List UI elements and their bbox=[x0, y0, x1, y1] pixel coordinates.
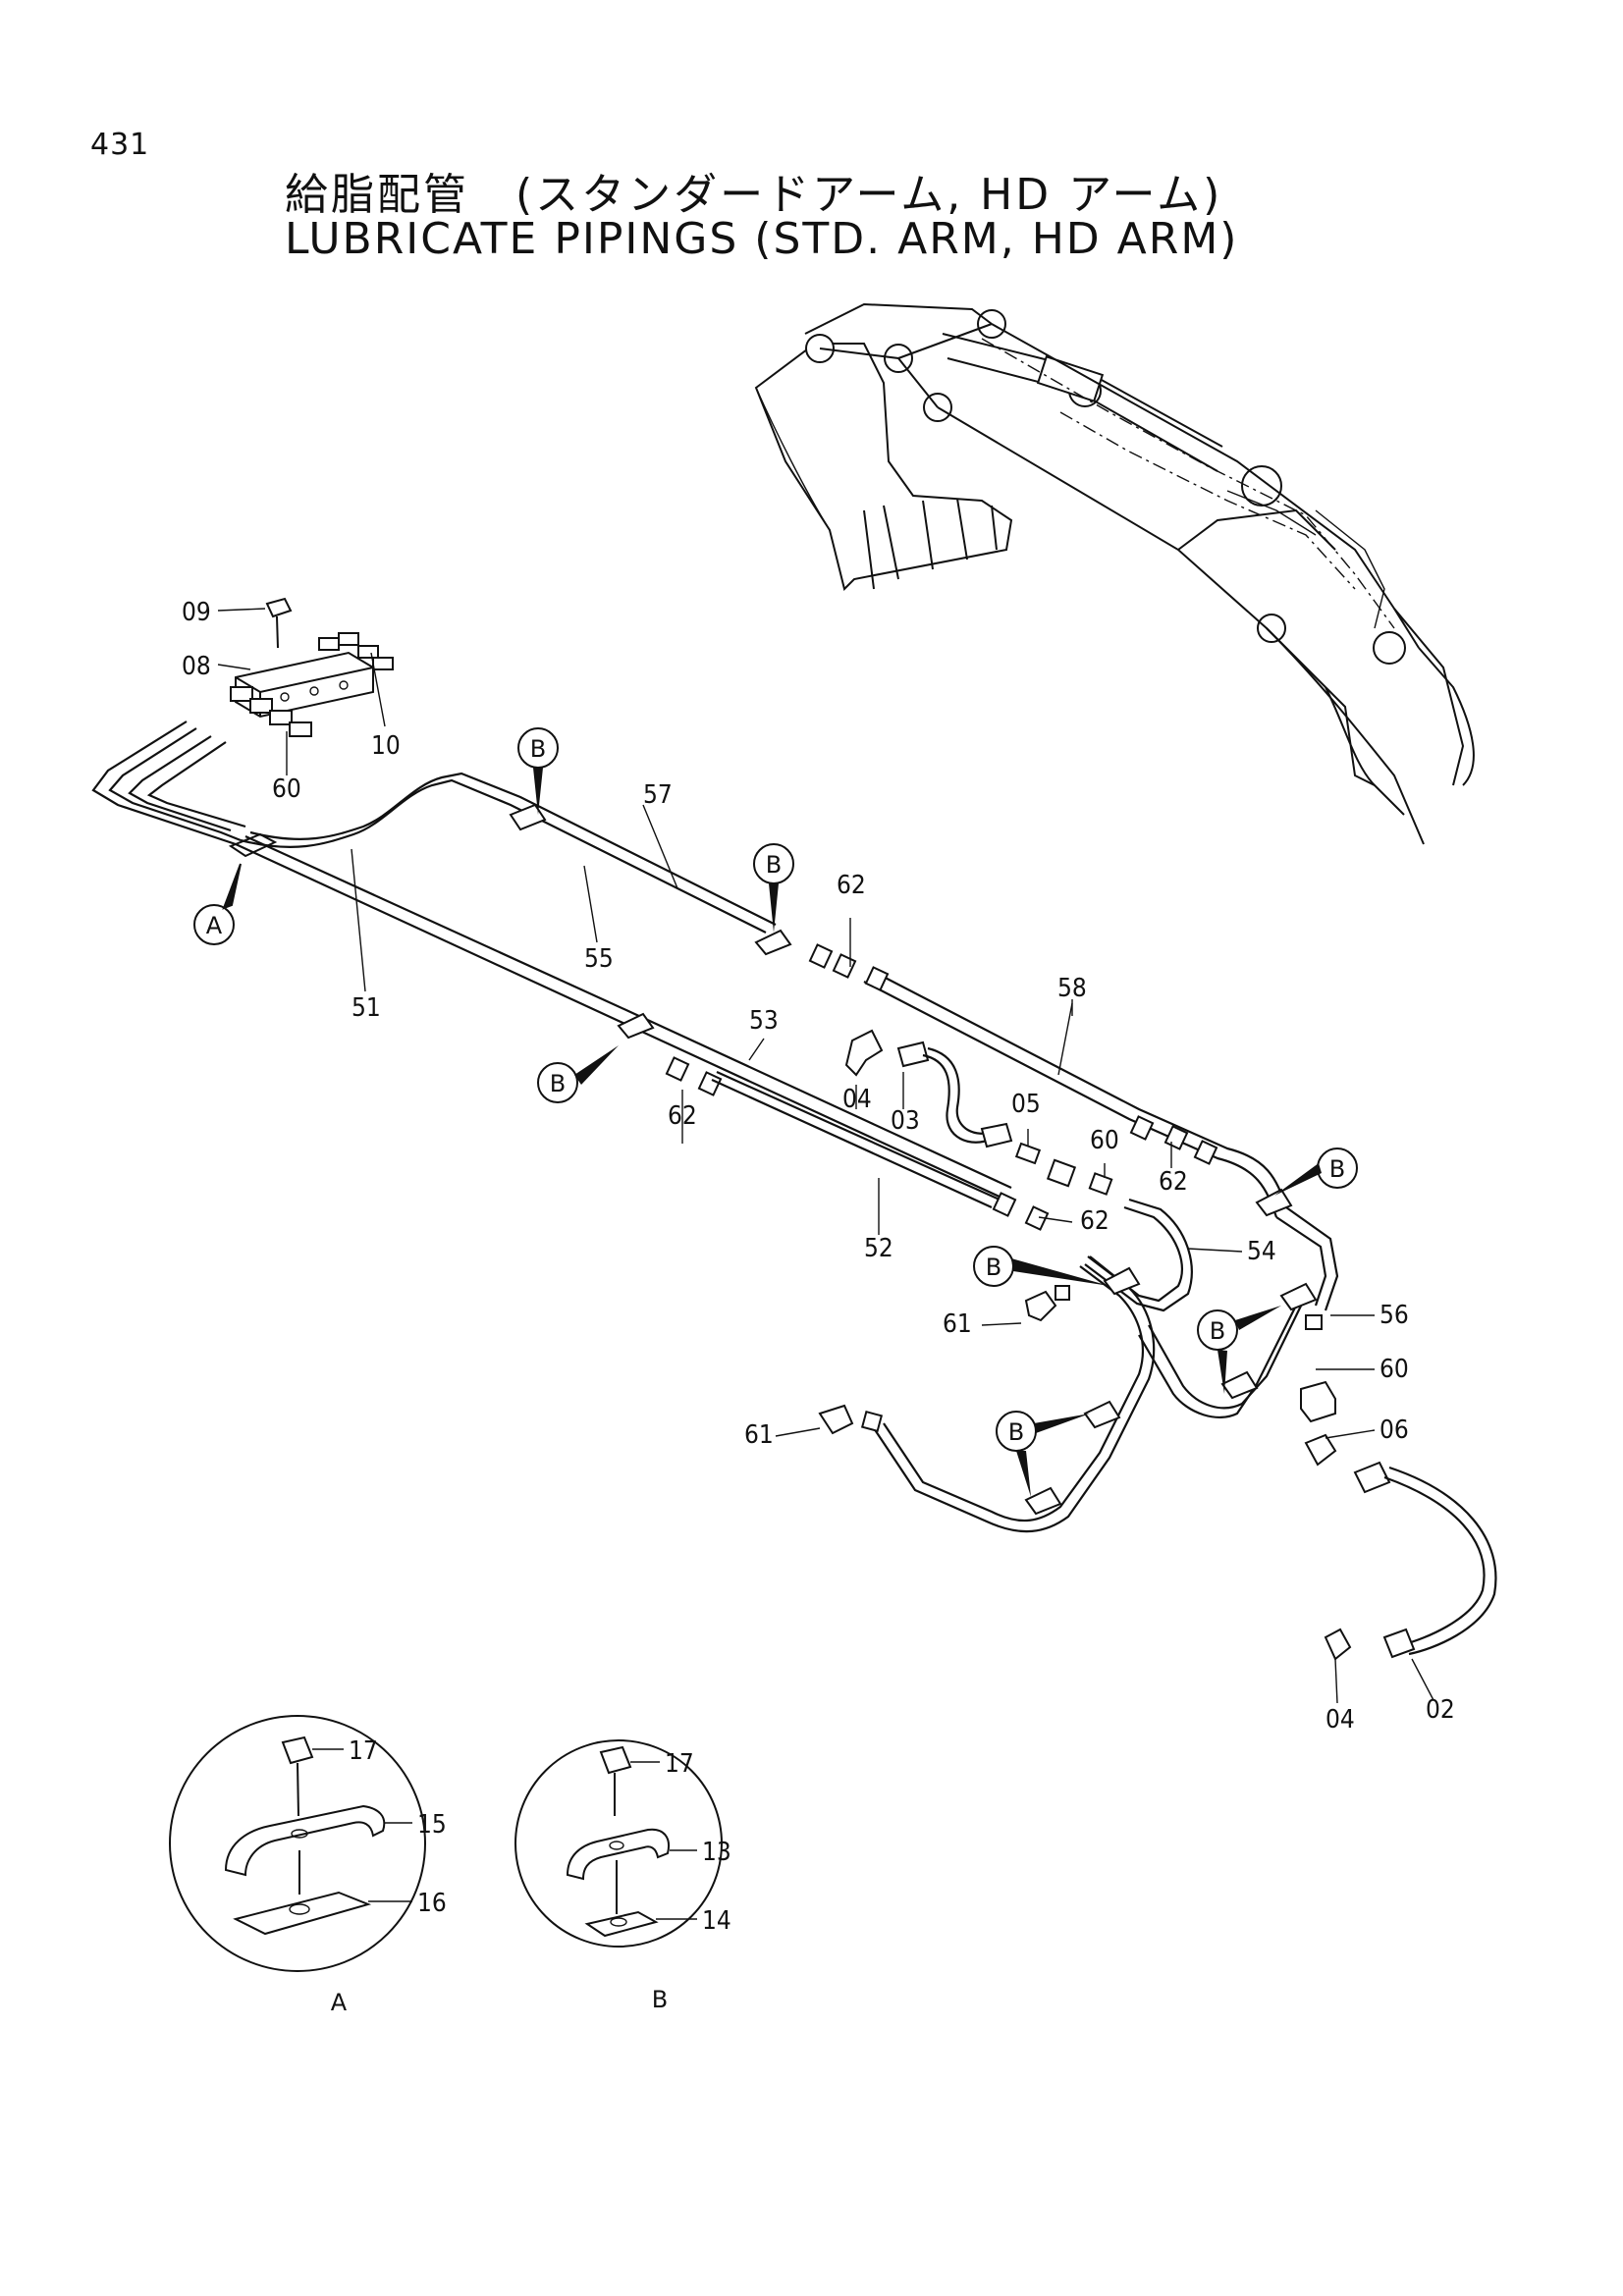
callout-08: 08 bbox=[182, 652, 211, 681]
view-marker-b-label-7: B bbox=[1008, 1418, 1024, 1446]
callout-16: 16 bbox=[417, 1889, 447, 1918]
callout-53: 53 bbox=[749, 1006, 779, 1036]
callout-55: 55 bbox=[584, 944, 614, 974]
view-marker-b-label-6: B bbox=[1210, 1317, 1225, 1345]
page-title-japanese: 給脂配管 (スタンダードアーム, HD アーム) bbox=[285, 170, 1223, 220]
grease-manifold-assembly bbox=[217, 597, 394, 775]
callout-60-right: 60 bbox=[1380, 1355, 1409, 1384]
callout-03: 03 bbox=[891, 1106, 920, 1136]
view-marker-b-label-4: B bbox=[1329, 1155, 1345, 1183]
page-number: 431 bbox=[90, 128, 150, 162]
view-marker-b-label-3: B bbox=[550, 1070, 566, 1097]
callout-52: 52 bbox=[864, 1234, 893, 1263]
callout-54: 54 bbox=[1247, 1237, 1276, 1266]
callout-60-mid: 60 bbox=[1090, 1126, 1119, 1155]
callout-17-view-a: 17 bbox=[349, 1736, 378, 1766]
loose-fittings bbox=[818, 1029, 1497, 1661]
view-marker-a-circle bbox=[193, 904, 235, 945]
detail-view-a-label: A bbox=[331, 1989, 348, 2016]
view-markers: A B B B B B B B bbox=[193, 727, 1358, 1497]
callout-14: 14 bbox=[702, 1906, 731, 1936]
detail-view-b: 17 13 14 B bbox=[514, 1739, 731, 2013]
callout-10: 10 bbox=[371, 731, 401, 761]
callout-62-upper: 62 bbox=[837, 871, 866, 900]
callout-56: 56 bbox=[1380, 1301, 1409, 1330]
callout-leaders bbox=[351, 804, 1434, 1704]
callout-05: 05 bbox=[1011, 1090, 1041, 1119]
callout-60-manifold: 60 bbox=[272, 774, 301, 804]
callout-17-view-b: 17 bbox=[665, 1749, 694, 1779]
arm-bucket-illustration bbox=[754, 302, 1475, 845]
detail-view-b-label: B bbox=[652, 1986, 668, 2013]
view-marker-a-label: A bbox=[206, 912, 223, 939]
callout-15: 15 bbox=[417, 1810, 447, 1840]
callout-61-lower: 61 bbox=[744, 1420, 774, 1450]
callout-numbers: 09 08 10 60 57 55 51 62 58 53 04 03 05 6… bbox=[182, 598, 1455, 1735]
view-marker-b-label-1: B bbox=[530, 735, 546, 763]
detail-view-a: 17 15 16 A bbox=[169, 1715, 447, 2016]
callout-62-mid: 62 bbox=[1080, 1206, 1109, 1236]
callout-58: 58 bbox=[1057, 974, 1087, 1003]
view-marker-b-label-5: B bbox=[986, 1254, 1001, 1281]
view-marker-b-3 bbox=[537, 1062, 578, 1103]
callout-09: 09 bbox=[182, 598, 211, 627]
callout-02: 02 bbox=[1426, 1695, 1455, 1725]
pipe-routes bbox=[91, 721, 1339, 1533]
callout-57: 57 bbox=[643, 780, 673, 810]
callout-04-upper: 04 bbox=[842, 1085, 872, 1114]
callout-62-lower: 62 bbox=[668, 1101, 697, 1131]
page-title-english: LUBRICATE PIPINGS (STD. ARM, HD ARM) bbox=[285, 214, 1239, 264]
callout-13: 13 bbox=[702, 1838, 731, 1867]
callout-61-upper: 61 bbox=[943, 1309, 972, 1339]
callout-51: 51 bbox=[352, 993, 381, 1023]
callout-62-right: 62 bbox=[1159, 1167, 1188, 1197]
callout-06: 06 bbox=[1380, 1415, 1409, 1445]
view-marker-b-label-2: B bbox=[766, 851, 782, 879]
callout-04-lower: 04 bbox=[1325, 1705, 1355, 1735]
